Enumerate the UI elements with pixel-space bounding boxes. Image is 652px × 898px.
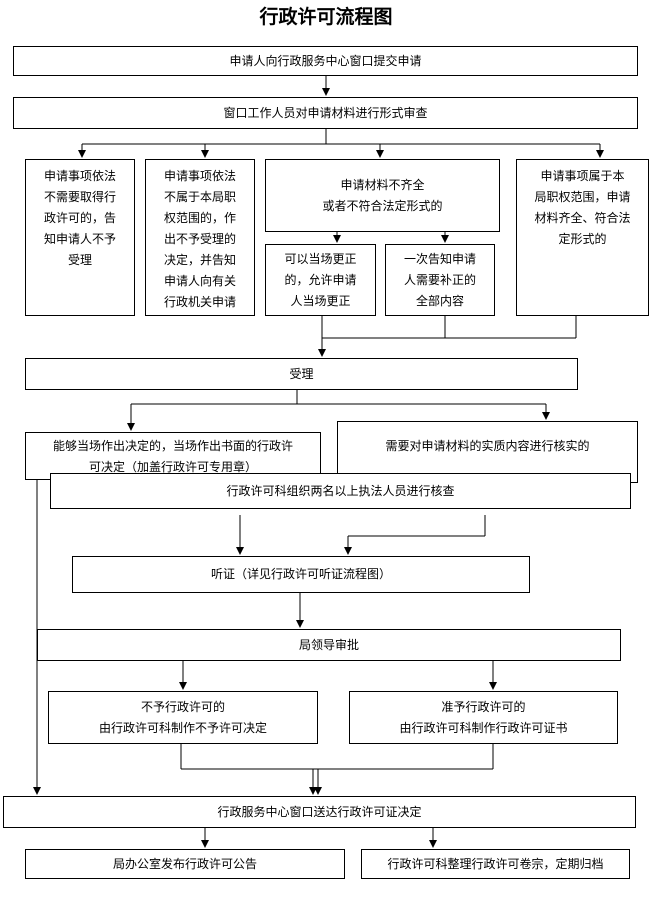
node-incomplete-materials: 申请材料不齐全 或者不符合法定形式的 xyxy=(265,159,500,232)
node-accept: 受理 xyxy=(25,358,578,390)
node-notify-once: 一次告知申请 人需要补正的 全部内容 xyxy=(385,244,495,316)
node-grant-permit: 准予行政许可的 由行政许可科制作行政许可证书 xyxy=(349,691,618,744)
node-no-permit-needed: 申请事项依法 不需要取得行 政许可的，告 知申请人不予 受理 xyxy=(25,159,135,316)
node-formal-review: 窗口工作人员对申请材料进行形式审查 xyxy=(13,97,638,129)
node-hearing: 听证（详见行政许可听证流程图） xyxy=(72,556,530,593)
flowchart-title: 行政许可流程图 xyxy=(259,6,393,28)
node-submit-application: 申请人向行政服务中心窗口提交申请 xyxy=(13,46,638,76)
node-announce: 局办公室发布行政许可公告 xyxy=(25,849,345,879)
node-archive: 行政许可科整理行政许可卷宗，定期归档 xyxy=(361,849,630,879)
node-verify-content: 需要对申请材料的实质内容进行核实的 xyxy=(337,421,638,483)
node-leader-approval: 局领导审批 xyxy=(37,629,621,661)
node-not-in-scope: 申请事项依法 不属于本局职 权范围的，作 出不予受理的 决定，并告知 申请人向有… xyxy=(145,159,255,316)
node-onsite-decision: 能够当场作出决定的，当场作出书面的行政许 可决定（加盖行政许可专用章） xyxy=(25,432,321,480)
node-deny-permit: 不予行政许可的 由行政许可科制作不予许可决定 xyxy=(48,691,318,744)
node-correct-onsite: 可以当场更正 的，允许申请 人当场更正 xyxy=(265,244,376,316)
node-in-scope-complete: 申请事项属于本 局职权范围，申请 材料齐全、符合法 定形式的 xyxy=(516,159,649,316)
node-inspection: 行政许可科组织两名以上执法人员进行核查 xyxy=(50,473,631,509)
node-deliver-decision: 行政服务中心窗口送达行政许可证决定 xyxy=(3,796,636,828)
